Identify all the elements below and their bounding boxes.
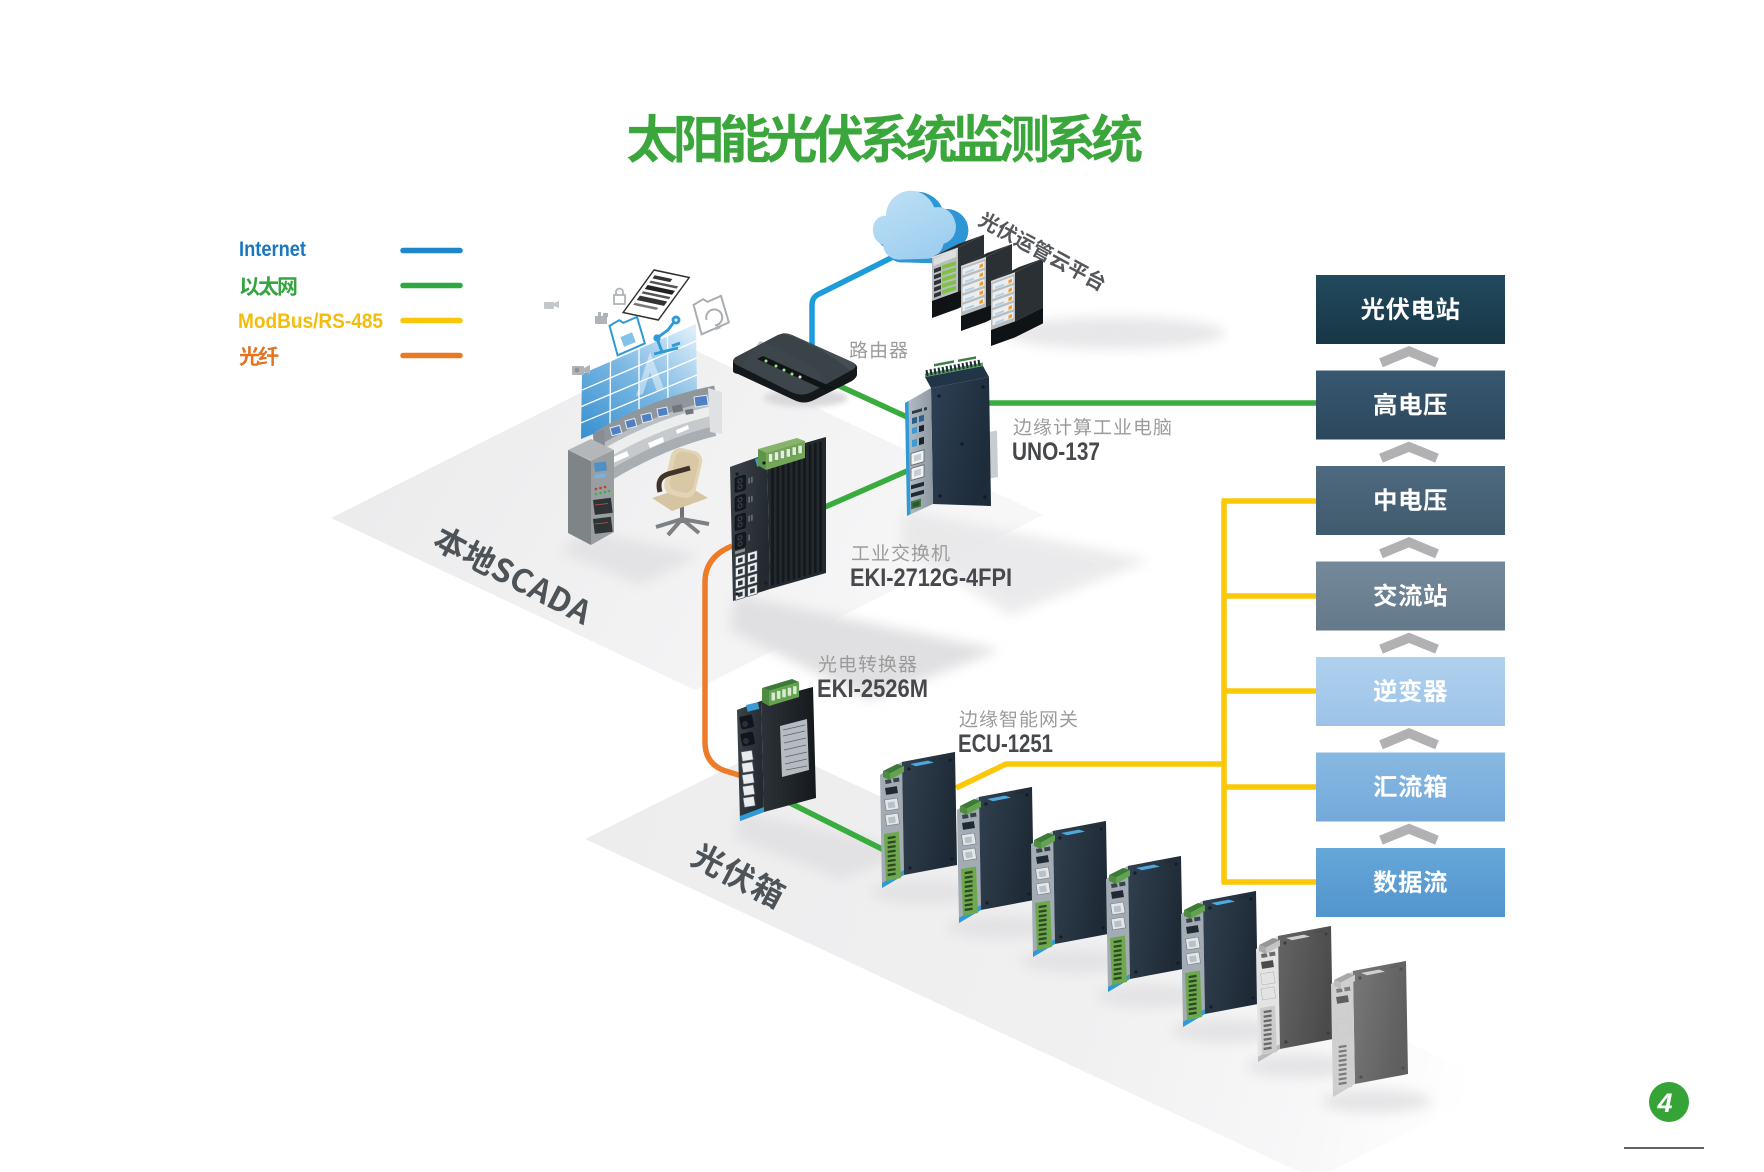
svg-text:EKI-2526M: EKI-2526M xyxy=(817,675,928,703)
svg-text:UNO-137: UNO-137 xyxy=(1012,438,1100,466)
svg-text:EKI-2712G-4FPI: EKI-2712G-4FPI xyxy=(850,564,1012,592)
svg-text:ECU-1251: ECU-1251 xyxy=(958,730,1053,758)
svg-text:ModBus/RS-485: ModBus/RS-485 xyxy=(238,310,383,333)
svg-text:4: 4 xyxy=(1656,1088,1672,1118)
svg-text:Internet: Internet xyxy=(239,238,306,261)
